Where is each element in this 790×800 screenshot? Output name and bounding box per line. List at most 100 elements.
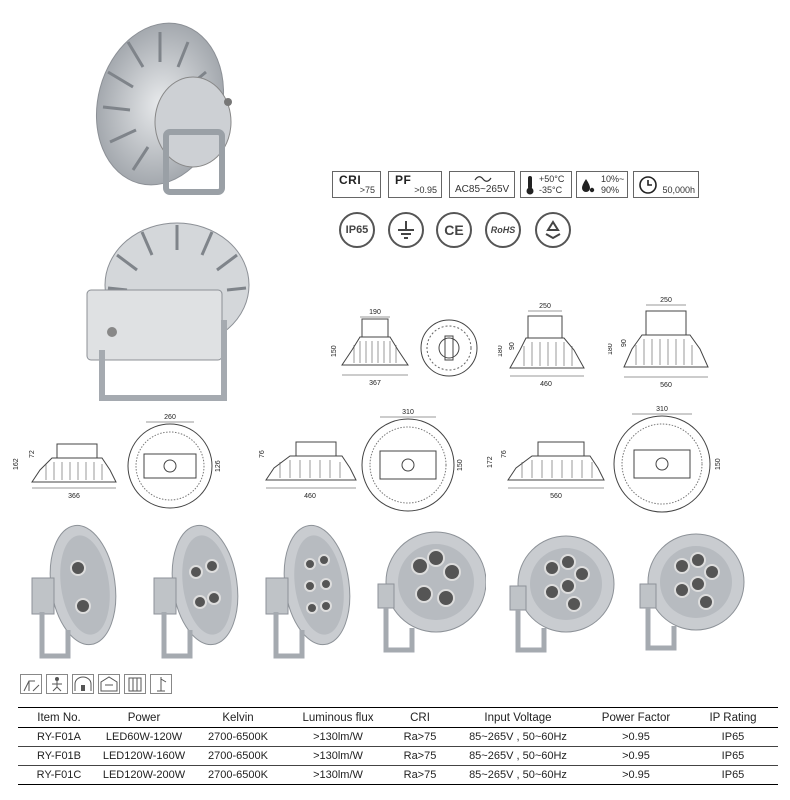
dim-w-560a: 560 xyxy=(660,382,672,389)
road-lighting-icon xyxy=(20,674,42,694)
cell-input-voltage: 85~265V , 50~60Hz xyxy=(452,746,584,766)
col-item-no: Item No. xyxy=(18,707,100,728)
dim-top-190: 190 xyxy=(369,309,381,316)
col-power-factor: Power Factor xyxy=(584,707,688,728)
ce-label: CE xyxy=(444,222,464,238)
cell-kelvin: 2700-6500K xyxy=(188,746,288,766)
cell-input-voltage: 85~265V , 50~60Hz xyxy=(452,727,584,747)
cell-power-factor: >0.95 xyxy=(584,765,688,785)
voltage-badge: AC85~265V xyxy=(449,171,515,198)
cri-badge: CRI >75 xyxy=(332,171,381,198)
pf-badge: PF >0.95 xyxy=(388,171,442,198)
dim-side-150b: 150 xyxy=(715,458,722,470)
dim-h-180b: 180 xyxy=(608,343,614,355)
dimension-drawing-side-460: 250 180 90 460 xyxy=(498,303,585,388)
dimension-drawing-side-366: 162 72 366 xyxy=(13,443,117,500)
dimension-drawing-top-260: 260 126 xyxy=(127,414,222,509)
col-ip-rating: IP Rating xyxy=(688,707,778,728)
ip65-icon: IP65 xyxy=(339,212,375,248)
dim-h-172: 172 xyxy=(487,456,494,468)
cell-input-voltage: 85~265V , 50~60Hz xyxy=(452,765,584,785)
building-lighting-icon xyxy=(124,674,146,694)
cell-ip-rating: IP65 xyxy=(688,746,778,766)
cell-luminous-flux: >130lm/W xyxy=(288,727,388,747)
cri-badge-value: >75 xyxy=(359,185,375,195)
table-row: RY-F01A LED60W-120W 2700-6500K >130lm/W … xyxy=(18,727,778,747)
dim-h-90a: 90 xyxy=(509,342,516,350)
dim-w-560b: 560 xyxy=(550,493,562,500)
cri-badge-title: CRI xyxy=(339,173,362,187)
dim-side-150a: 150 xyxy=(457,459,464,471)
dim-w-460b: 460 xyxy=(304,493,316,500)
humidity-high: 10%~ xyxy=(601,174,625,184)
voltage-badge-value: AC85~265V xyxy=(455,184,510,195)
clock-icon xyxy=(639,176,657,194)
dim-side-126: 126 xyxy=(215,460,222,472)
cell-cri: Ra>75 xyxy=(388,727,452,747)
rohs-label: RoHS xyxy=(490,225,516,235)
humidity-low: 90% xyxy=(601,185,620,195)
dim-h-76a: 76 xyxy=(259,450,266,458)
dimension-drawing-side-560b: 172 76 560 xyxy=(487,441,605,500)
dim-top-260: 260 xyxy=(164,414,176,421)
dim-h-76b: 76 xyxy=(501,450,508,458)
product-photo-f01a-2led xyxy=(31,524,117,659)
cell-item-no: RY-F01C xyxy=(18,765,100,785)
cell-power: LED120W-200W xyxy=(100,765,188,785)
dimension-drawing-top-310a: 310 150 xyxy=(361,409,464,512)
warehouse-lighting-icon xyxy=(98,674,120,694)
table-header-row: Item No. Power Kelvin Luminous flux CRI … xyxy=(18,707,778,728)
product-photo-f01c-6led xyxy=(265,524,351,659)
col-power: Power xyxy=(100,707,188,728)
thermometer-icon xyxy=(526,176,534,195)
cell-power: LED60W-120W xyxy=(100,727,188,747)
cell-cri: Ra>75 xyxy=(388,765,452,785)
dim-h-150: 150 xyxy=(331,345,338,357)
dim-top-310b: 310 xyxy=(656,406,668,413)
outdoor-area-icon xyxy=(150,674,172,694)
ip65-label: IP65 xyxy=(345,224,369,236)
dim-top-250b: 250 xyxy=(660,297,672,304)
cell-luminous-flux: >130lm/W xyxy=(288,746,388,766)
dim-h-90b: 90 xyxy=(621,339,628,347)
lifetime-badge: 50,000h xyxy=(633,171,699,198)
dim-top-250a: 250 xyxy=(539,303,551,310)
table-row: RY-F01C LED120W-200W 2700-6500K >130lm/W… xyxy=(18,765,778,785)
dim-w-367: 367 xyxy=(369,380,381,387)
product-photo-6led-b xyxy=(639,533,745,651)
pf-badge-title: PF xyxy=(395,173,412,187)
dimension-drawing-side-367: 190 150 367 xyxy=(331,309,409,387)
cell-kelvin: 2700-6500K xyxy=(188,765,288,785)
temperature-high: +50°C xyxy=(539,174,565,184)
product-photo-6led-a xyxy=(509,535,615,653)
product-photo-5led-a xyxy=(377,531,486,653)
spec-table: Item No. Power Kelvin Luminous flux CRI … xyxy=(18,707,778,785)
humidity-badge: 10%~ 90% xyxy=(576,171,628,198)
col-cri: CRI xyxy=(388,707,452,728)
cell-ip-rating: IP65 xyxy=(688,727,778,747)
cell-power: LED120W-160W xyxy=(100,746,188,766)
col-kelvin: Kelvin xyxy=(188,707,288,728)
cell-item-no: RY-F01A xyxy=(18,727,100,747)
dim-w-366: 366 xyxy=(68,493,80,500)
temperature-badge: +50°C -35°C xyxy=(520,171,572,198)
dimension-drawing-top-310b: 310 150 xyxy=(613,406,722,513)
cell-item-no: RY-F01B xyxy=(18,746,100,766)
dim-top-310a: 310 xyxy=(402,409,414,416)
col-input-voltage: Input Voltage xyxy=(452,707,584,728)
dimension-drawing-side-560: 250 180 90 560 xyxy=(608,297,709,389)
sports-lighting-icon xyxy=(46,674,68,694)
lifetime-value: 50,000h xyxy=(662,185,695,195)
cell-ip-rating: IP65 xyxy=(688,765,778,785)
dim-h-162: 162 xyxy=(13,458,20,470)
cell-cri: Ra>75 xyxy=(388,746,452,766)
cell-power-factor: >0.95 xyxy=(584,727,688,747)
dim-w-460a: 460 xyxy=(540,381,552,388)
dim-h-180a: 180 xyxy=(498,345,504,357)
dimension-drawing-top-small xyxy=(420,319,478,377)
humidity-drop-icon xyxy=(582,179,595,193)
product-photo-f01b-4led xyxy=(153,524,239,659)
rohs-icon: RoHS xyxy=(485,212,521,248)
dim-h-72: 72 xyxy=(29,450,36,458)
ground-symbol-icon xyxy=(388,212,424,248)
